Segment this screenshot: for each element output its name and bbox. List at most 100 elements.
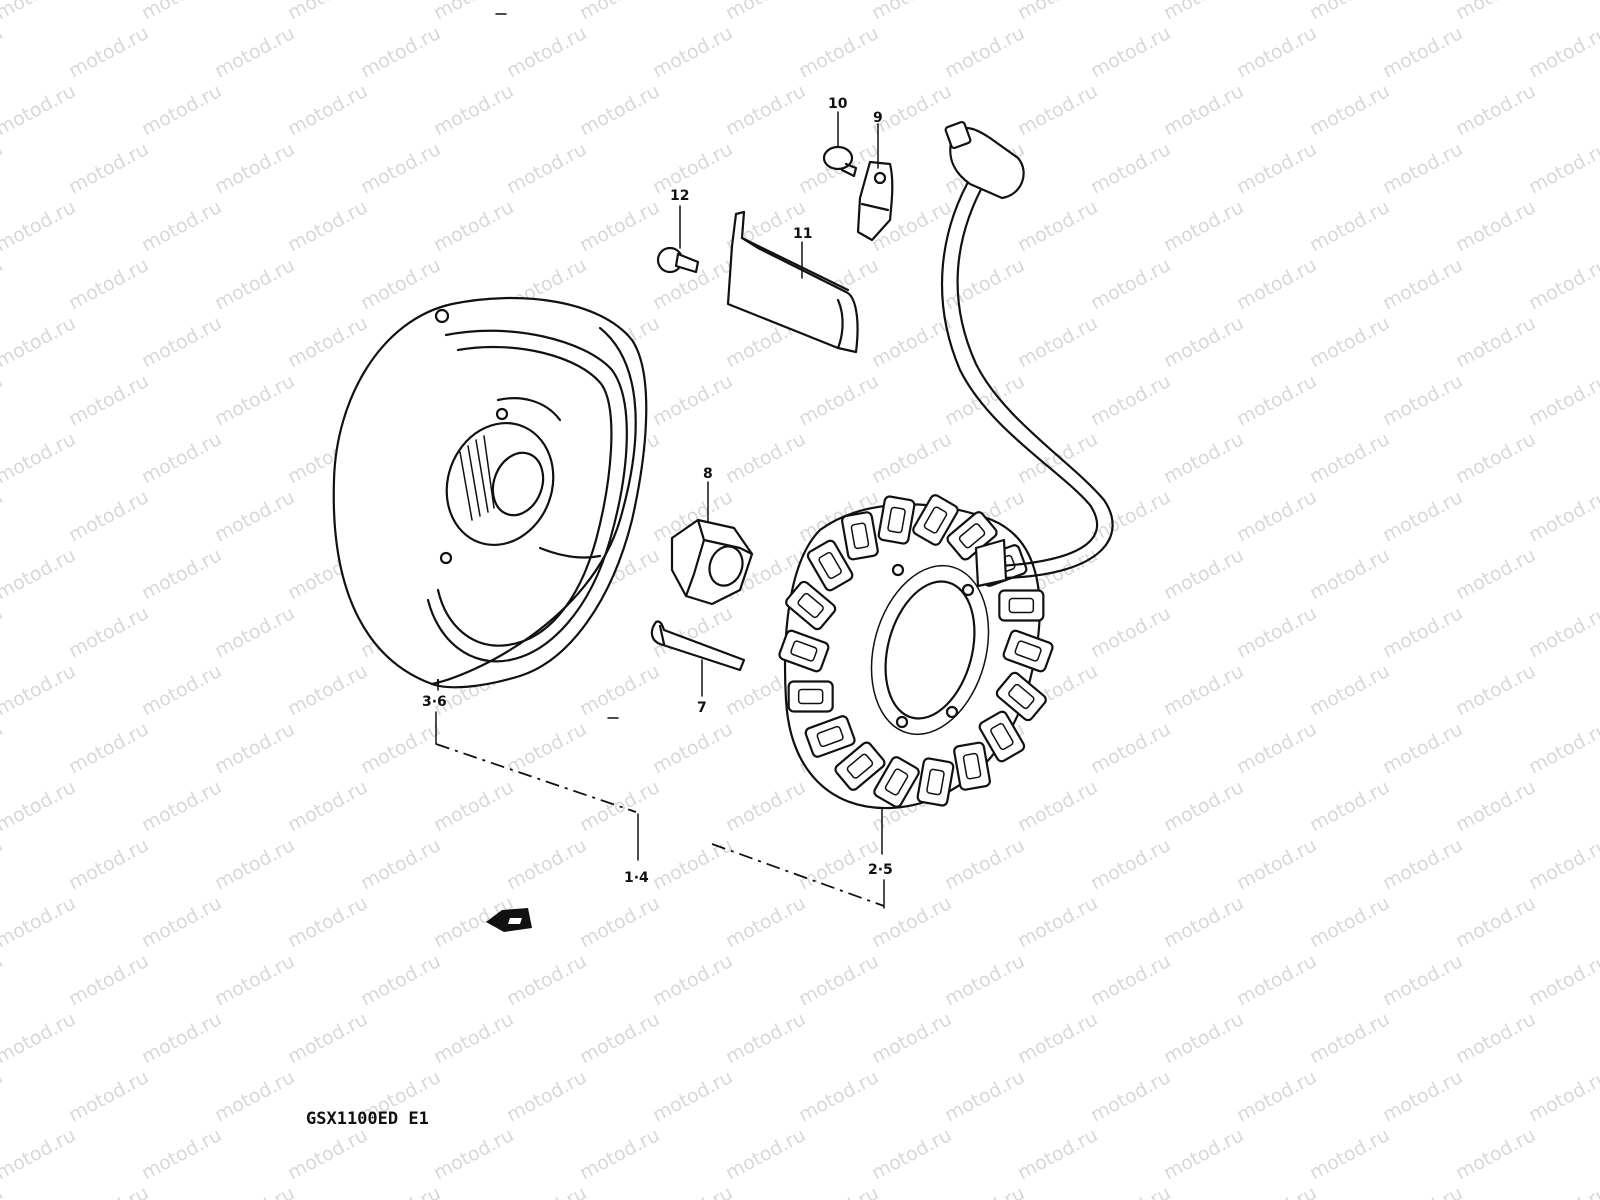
watermark-text: motod.ru xyxy=(284,892,371,952)
watermark-text: motod.ru xyxy=(576,0,663,24)
watermark-text: motod.ru xyxy=(357,950,444,1010)
watermark-text: motod.ru xyxy=(1379,22,1466,82)
watermark-text: motod.ru xyxy=(284,0,371,24)
watermark-text: motod.ru xyxy=(284,1124,371,1184)
stator-tooth xyxy=(953,741,991,791)
watermark-text: motod.ru xyxy=(138,312,225,372)
callout-7: 7 xyxy=(697,700,707,716)
stator-winding xyxy=(887,506,906,534)
watermark-text: motod.ru xyxy=(1306,0,1393,24)
watermark-text: motod.ru xyxy=(503,718,590,778)
watermark-text: motod.ru xyxy=(649,1182,736,1200)
callout-9: 9 xyxy=(873,110,883,126)
watermark-text: motod.ru xyxy=(1306,428,1393,488)
watermark-text: motod.ru xyxy=(649,22,736,82)
watermark-text: motod.ru xyxy=(795,22,882,82)
watermark-text: motod.ru xyxy=(649,950,736,1010)
watermark-text: motod.ru xyxy=(649,718,736,778)
watermark-text: motod.ru xyxy=(65,22,152,82)
watermark-text: motod.ru xyxy=(722,892,809,952)
watermark-text: motod.ru xyxy=(1452,196,1539,256)
watermark-text: motod.ru xyxy=(0,544,79,604)
watermark-text: motod.ru xyxy=(1160,544,1247,604)
assembly-lines xyxy=(435,743,885,907)
watermark-text: motod.ru xyxy=(868,1124,955,1184)
stator-tooth xyxy=(841,511,879,561)
watermark-text: motod.ru xyxy=(1087,1182,1174,1200)
watermark-text: motod.ru xyxy=(1525,486,1600,546)
watermark-text: motod.ru xyxy=(941,254,1028,314)
watermark-text: motod.ru xyxy=(430,1124,517,1184)
watermark-text: motod.ru xyxy=(868,312,955,372)
watermark-text: motod.ru xyxy=(1087,602,1174,662)
watermark-text: motod.ru xyxy=(211,1182,298,1200)
watermark-text: motod.ru xyxy=(1014,892,1101,952)
watermark-text: motod.ru xyxy=(868,892,955,952)
stator-coil xyxy=(778,494,1054,810)
watermark-text: motod.ru xyxy=(138,80,225,140)
watermark-text: motod.ru xyxy=(941,834,1028,894)
watermark-text: motod.ru xyxy=(1379,718,1466,778)
callout-8: 8 xyxy=(703,466,713,482)
stator-winding xyxy=(797,592,824,619)
watermark-text: motod.ru xyxy=(0,1008,79,1068)
stator-winding xyxy=(1008,597,1035,614)
watermark-text: motod.ru xyxy=(576,1008,663,1068)
stator-winding xyxy=(1014,640,1042,662)
watermark-text: motod.ru xyxy=(1306,196,1393,256)
watermark-text: motod.ru xyxy=(1306,544,1393,604)
watermark-text: motod.ru xyxy=(1233,1182,1320,1200)
watermark-text: motod.ru xyxy=(576,1124,663,1184)
watermark-text: motod.ru xyxy=(211,834,298,894)
stator-tooth xyxy=(995,671,1047,722)
watermark-text: motod.ru xyxy=(722,1124,809,1184)
watermark-text: motod.ru xyxy=(0,254,6,314)
watermark-text: motod.ru xyxy=(1160,660,1247,720)
watermark-text: motod.ru xyxy=(357,22,444,82)
watermark-text: motod.ru xyxy=(1452,892,1539,952)
watermark-text: motod.ru xyxy=(1160,1008,1247,1068)
watermark-text: motod.ru xyxy=(1306,312,1393,372)
watermark-text: motod.ru xyxy=(1379,602,1466,662)
stator-tooth xyxy=(998,589,1045,622)
watermark-text: motod.ru xyxy=(1087,370,1174,430)
watermark-text: motod.ru xyxy=(1087,22,1174,82)
watermark-text: motod.ru xyxy=(649,834,736,894)
watermark-text: motod.ru xyxy=(576,80,663,140)
watermark-text: motod.ru xyxy=(65,138,152,198)
callout-11: 11 xyxy=(793,226,812,242)
watermark-text: motod.ru xyxy=(1087,950,1174,1010)
watermark-text: motod.ru xyxy=(1014,1124,1101,1184)
watermark-text: motod.ru xyxy=(357,834,444,894)
watermark-text: motod.ru xyxy=(722,80,809,140)
watermark-text: motod.ru xyxy=(0,950,6,1010)
watermark-text: motod.ru xyxy=(0,1182,6,1200)
watermark-text: motod.ru xyxy=(138,196,225,256)
watermark-text: motod.ru xyxy=(941,22,1028,82)
watermark-text: motod.ru xyxy=(0,602,6,662)
stator-tooth xyxy=(873,756,920,808)
watermark-text: motod.ru xyxy=(795,950,882,1010)
watermark-text: motod.ru xyxy=(1160,1124,1247,1184)
watermark-text: motod.ru xyxy=(357,138,444,198)
watermark-text: motod.ru xyxy=(1379,138,1466,198)
watermark-text: motod.ru xyxy=(795,1066,882,1126)
watermark-text: motod.ru xyxy=(138,892,225,952)
watermark-text: motod.ru xyxy=(1014,1008,1101,1068)
watermark-text: motod.ru xyxy=(0,892,79,952)
watermark-text: motod.ru xyxy=(1452,428,1539,488)
stator-winding xyxy=(850,522,870,550)
watermark-text: motod.ru xyxy=(65,1066,152,1126)
watermark-text: motod.ru xyxy=(649,1066,736,1126)
watermark-text: motod.ru xyxy=(1379,1182,1466,1200)
watermark-text: motod.ru xyxy=(0,834,6,894)
stator-winding xyxy=(962,752,982,780)
watermark-text: motod.ru xyxy=(65,254,152,314)
watermark-text: motod.ru xyxy=(138,660,225,720)
watermark-text: motod.ru xyxy=(1306,80,1393,140)
watermark-text: motod.ru xyxy=(0,22,6,82)
watermark-text: motod.ru xyxy=(138,1124,225,1184)
watermark-text: motod.ru xyxy=(1087,718,1174,778)
watermark-text: motod.ru xyxy=(1233,834,1320,894)
watermark-text: motod.ru xyxy=(357,718,444,778)
